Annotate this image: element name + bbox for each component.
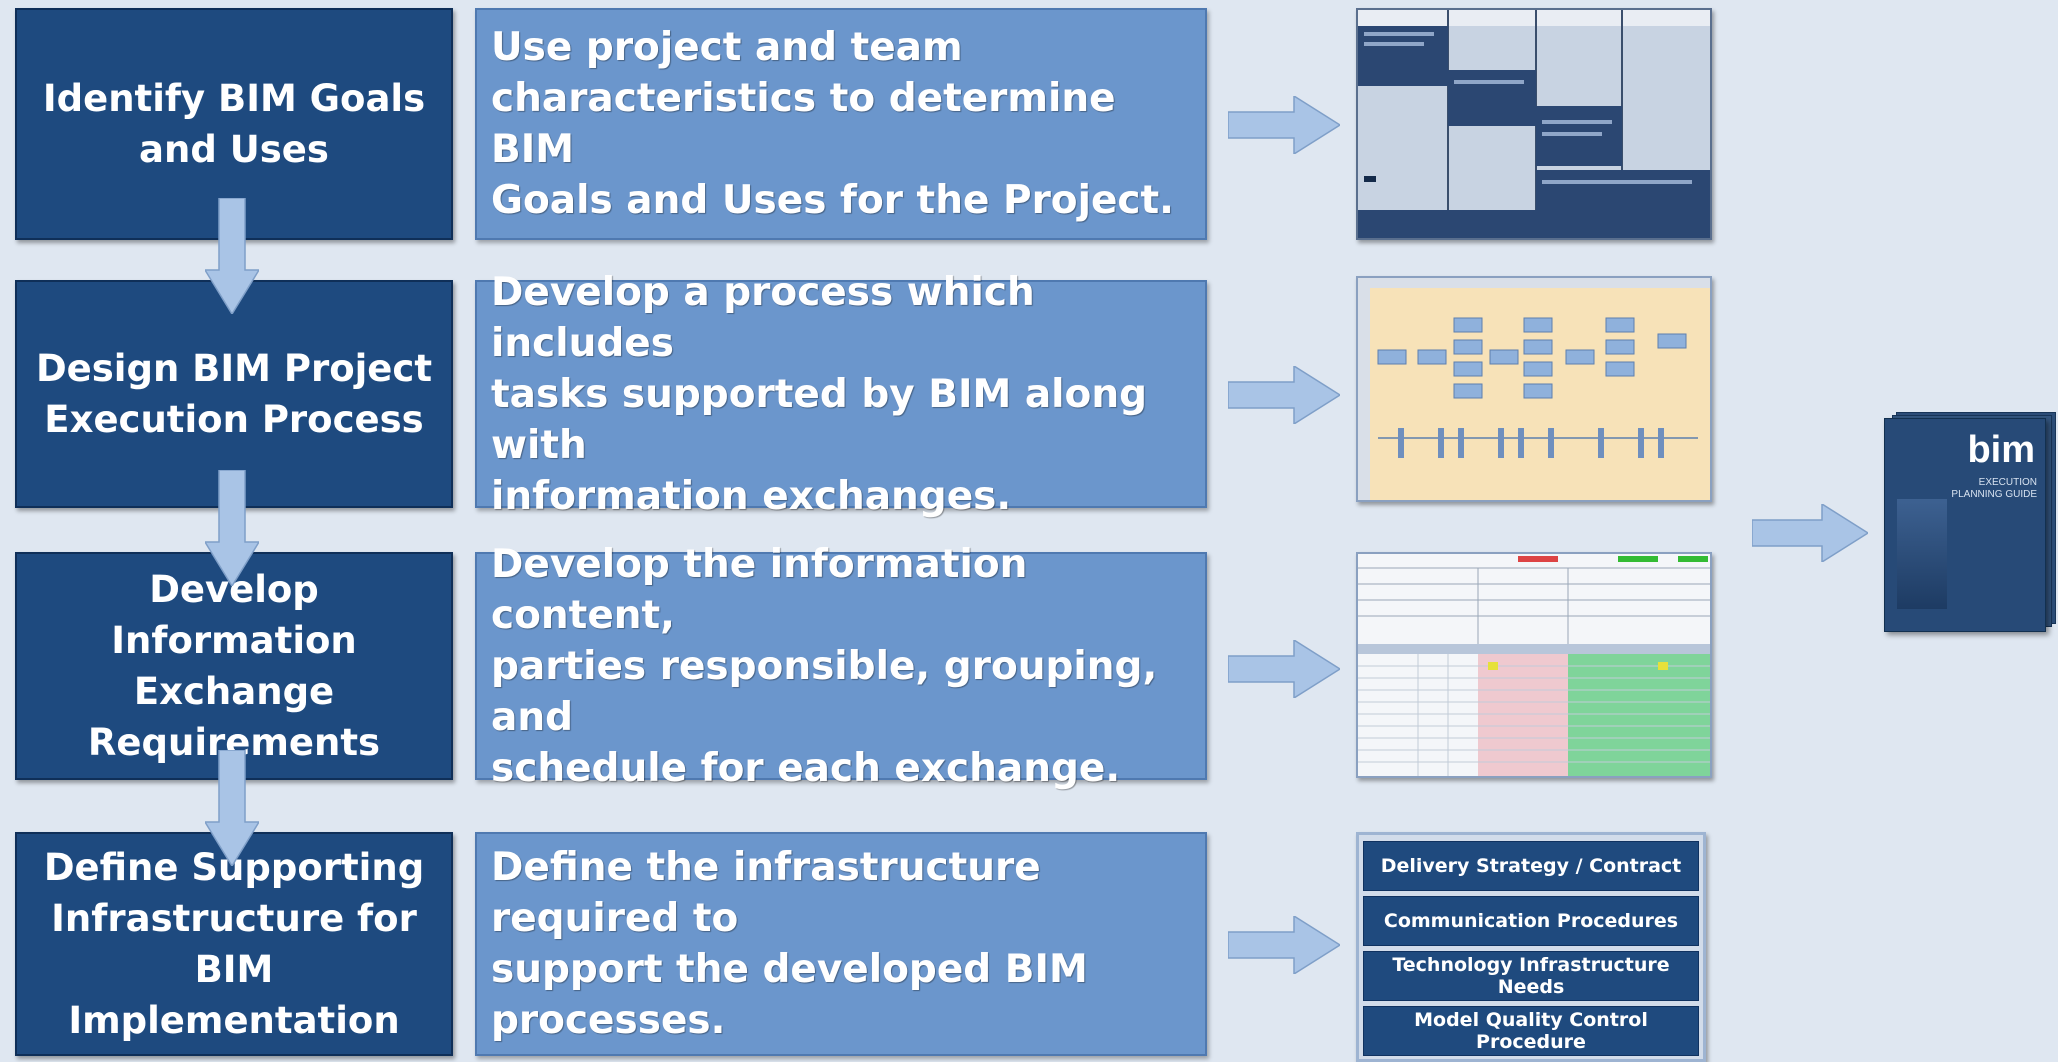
infrastructure-item: Model Quality Control Procedure	[1363, 1006, 1699, 1056]
step-2-line2: Execution Process	[44, 398, 424, 441]
step-4-description: Define the infrastructure required to su…	[475, 832, 1207, 1056]
right-arrow-icon	[1752, 504, 1868, 562]
infrastructure-list: Delivery Strategy / Contract Communicati…	[1356, 832, 1706, 1062]
down-arrow-icon	[205, 198, 259, 314]
step-3-desc-line: Develop the information content,	[491, 541, 1028, 638]
step-3-desc-line: schedule for each exchange.	[491, 745, 1121, 791]
step-2-desc-line: tasks supported by BIM along with	[491, 371, 1148, 468]
step-3-box: Develop Information Exchange Requirement…	[15, 552, 453, 780]
step-3-description: Develop the information content, parties…	[475, 542, 1207, 791]
step-2-description: Develop a process which includes tasks s…	[475, 270, 1207, 519]
step-3-desc-line: parties responsible, grouping, and	[491, 643, 1158, 740]
step-2-desc-line: Develop a process which includes	[491, 269, 1035, 366]
down-arrow-icon	[205, 470, 259, 586]
step-2-desc-line: information exchanges.	[491, 473, 1012, 519]
bim-uses-matrix-graphic	[1358, 10, 1710, 238]
step-4-line2: Infrastructure for BIM	[51, 897, 417, 991]
step-1-desc-line: characteristics to determine BIM	[491, 76, 1116, 172]
exchange-worksheet-graphic	[1358, 556, 1710, 776]
step-3-line2: Exchange	[133, 670, 335, 713]
right-arrow-icon	[1228, 96, 1340, 154]
step-4-desc-line: processes.	[491, 998, 726, 1043]
bim-execution-planning-guide-book: bim EXECUTION PLANNING GUIDE	[1884, 412, 2056, 634]
book-subtitle: EXECUTION PLANNING GUIDE	[1951, 477, 2037, 500]
infrastructure-item: Communication Procedures	[1363, 896, 1699, 946]
step-1-description: Use project and team characteristics to …	[475, 8, 1207, 240]
step-1-desc-line: Goals and Uses for the Project.	[491, 178, 1174, 223]
book-graphic	[1897, 499, 1947, 609]
book-title: bim	[1967, 429, 2035, 471]
step-4-desc-line: support the developed BIM	[491, 947, 1088, 992]
infrastructure-item: Delivery Strategy / Contract	[1363, 841, 1699, 891]
right-arrow-icon	[1228, 366, 1340, 424]
step-4-desc-line: Define the infrastructure required to	[491, 845, 1041, 941]
book-cover: bim EXECUTION PLANNING GUIDE	[1884, 418, 2046, 632]
step-1-line1: Identify BIM Goals	[42, 77, 426, 120]
step-4-line3: Implementation	[68, 999, 400, 1042]
right-arrow-icon	[1228, 916, 1340, 974]
step-1-line2: and Uses	[139, 128, 329, 171]
process-map-thumbnail	[1356, 276, 1712, 502]
down-arrow-icon	[205, 750, 259, 866]
infrastructure-item: Technology Infrastructure Needs	[1363, 951, 1699, 1001]
right-arrow-icon	[1228, 640, 1340, 698]
process-map-graphic	[1358, 278, 1710, 500]
bim-uses-matrix-thumbnail	[1356, 8, 1712, 240]
step-2-line1: Design BIM Project	[35, 347, 433, 390]
step-1-desc-line: Use project and team	[491, 25, 963, 70]
exchange-worksheet-thumbnail	[1356, 552, 1712, 778]
step-4-box: Define Supporting Infrastructure for BIM…	[15, 832, 453, 1056]
